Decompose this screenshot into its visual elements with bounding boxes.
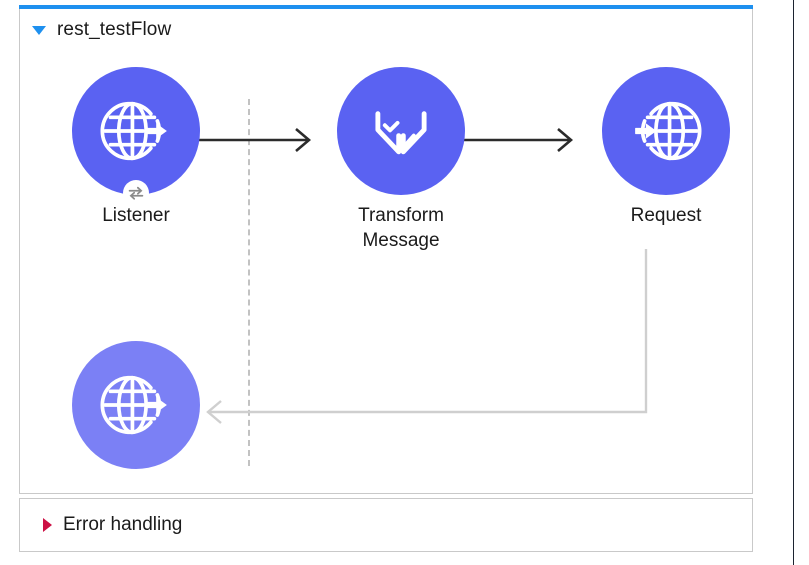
- error-handling-label: Error handling: [63, 514, 183, 535]
- error-handling-section[interactable]: Error handling: [19, 498, 753, 552]
- globe-inbound-arrow-icon: [100, 375, 167, 435]
- triangle-right-icon[interactable]: [43, 518, 52, 532]
- flow-node-transform-message[interactable]: Transform Message: [321, 67, 481, 253]
- dataweave-logo-icon: [375, 111, 427, 155]
- transform-message-label: Transform Message: [321, 203, 481, 253]
- listener-circle[interactable]: [72, 67, 200, 206]
- flow-node-listener[interactable]: Listener: [56, 67, 216, 228]
- flow-header: rest_testFlow: [20, 9, 752, 49]
- request-label: Request: [630, 205, 702, 226]
- globe-inbound-arrow-icon: [100, 101, 167, 161]
- request-circle[interactable]: [602, 67, 730, 195]
- flow-node-request[interactable]: Request: [586, 67, 746, 228]
- exchange-arrows-icon: [123, 180, 149, 206]
- right-panel-gutter: [794, 0, 809, 565]
- globe-outbound-arrow-icon: [635, 101, 702, 161]
- flow-title: rest_testFlow: [57, 18, 172, 40]
- flow-container[interactable]: rest_testFlow: [19, 9, 753, 494]
- transform-message-circle[interactable]: [337, 67, 465, 195]
- connector-request-to-response: [206, 249, 648, 424]
- flow-selection-accent-bar: [19, 5, 753, 9]
- transform-message-label-line1: Transform: [358, 205, 444, 226]
- flow-node-listener-response[interactable]: [56, 341, 216, 477]
- listener-response-circle[interactable]: [72, 341, 200, 469]
- source-boundary-dashed-line: [248, 99, 250, 466]
- panel-divider: [793, 0, 794, 565]
- transform-message-label-line2: Message: [362, 230, 440, 251]
- triangle-down-icon[interactable]: [32, 25, 46, 35]
- listener-label: Listener: [102, 205, 170, 226]
